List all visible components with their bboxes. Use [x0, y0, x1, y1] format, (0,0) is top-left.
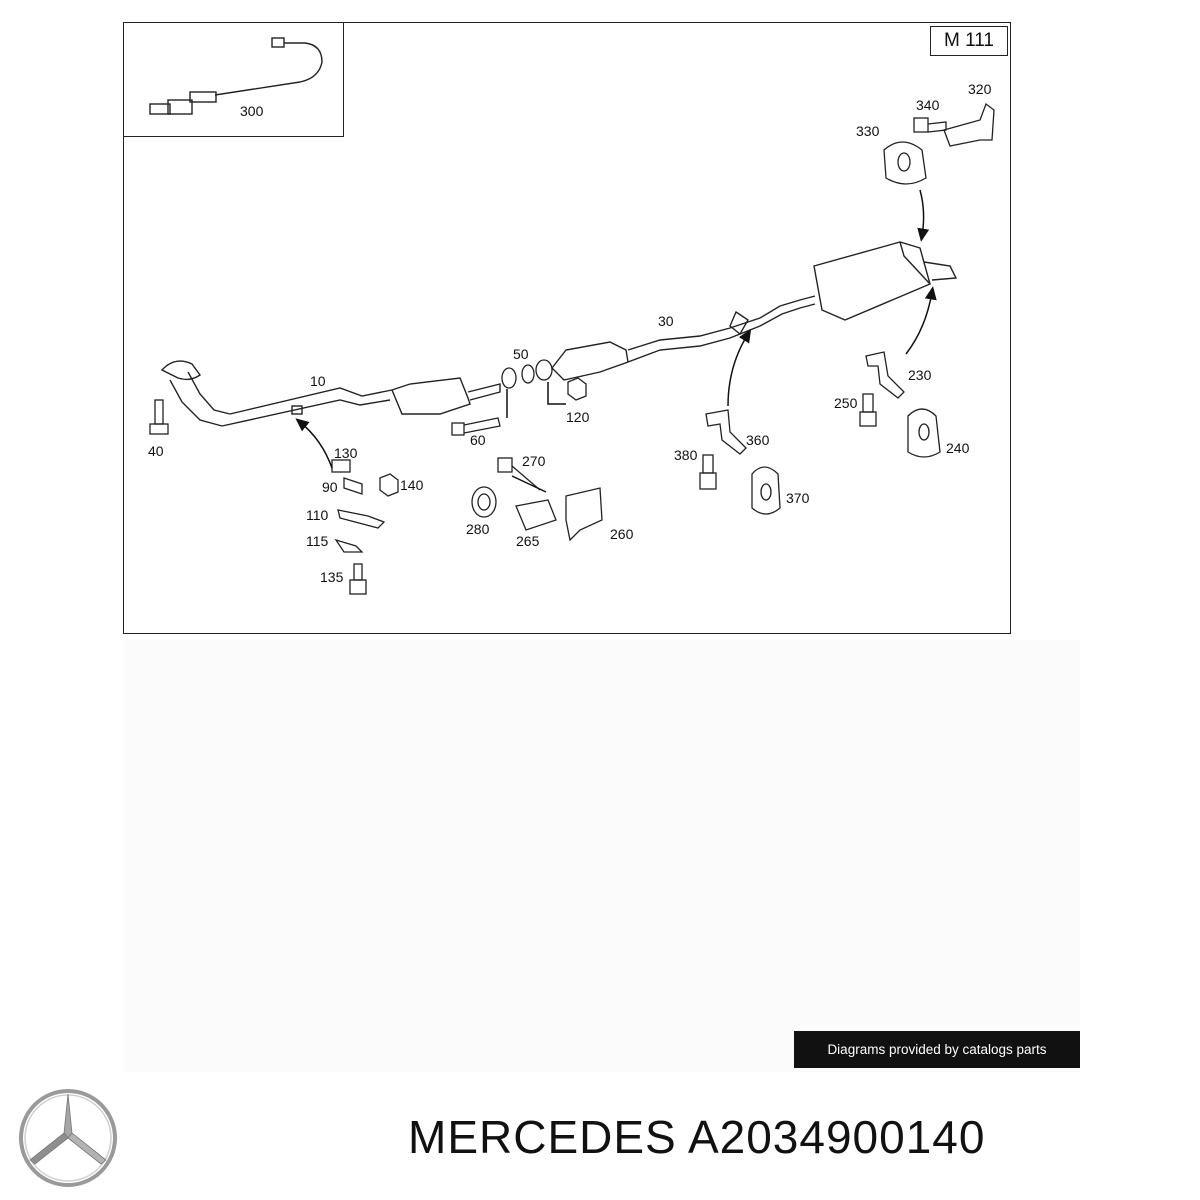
callout-300: 300	[240, 103, 264, 119]
front-catalytic-converter	[391, 377, 501, 415]
bracket-110	[334, 509, 386, 595]
callout-250: 250	[834, 395, 858, 411]
callout-230: 230	[908, 367, 932, 383]
callout-360: 360	[746, 432, 770, 448]
callout-380: 380	[674, 447, 698, 463]
callout-30: 30	[658, 313, 674, 329]
upper-mount-330	[883, 102, 995, 185]
empty-canvas-area	[123, 640, 1080, 1072]
part-title: MERCEDES A2034900140	[408, 1111, 986, 1163]
leader-270	[511, 475, 547, 493]
credit-banner: Diagrams provided by catalogs parts	[794, 1031, 1080, 1068]
arrow-330-to-muffler	[917, 189, 930, 242]
nut-120	[567, 377, 587, 401]
oxygen-sensor-300	[149, 37, 323, 115]
arrow-130-to-pipe	[295, 418, 333, 469]
mercedes-star-icon	[19, 1089, 117, 1187]
callout-90: 90	[322, 479, 338, 495]
callout-110: 110	[306, 507, 329, 523]
callout-10: 10	[310, 373, 326, 389]
callout-340: 340	[916, 97, 940, 113]
rear-muffler	[813, 241, 958, 321]
hanger-360	[699, 409, 781, 515]
callout-370: 370	[786, 490, 810, 506]
bolt-60	[451, 417, 501, 436]
callout-240: 240	[946, 440, 970, 456]
callout-40: 40	[148, 443, 164, 459]
clamp-50	[501, 359, 553, 389]
callout-135: 135	[320, 569, 344, 585]
front-pipe-10	[160, 360, 393, 427]
model-label: M 111	[930, 26, 1008, 56]
callout-140: 140	[400, 477, 424, 493]
callout-270: 270	[522, 453, 546, 469]
callout-130: 130	[334, 445, 358, 461]
intermediate-pipe-30	[551, 295, 816, 381]
callout-330: 330	[856, 123, 880, 139]
callout-320: 320	[968, 81, 992, 97]
mount-parts-260	[471, 457, 603, 542]
rear-hanger-230	[859, 351, 941, 458]
callout-280: 280	[466, 521, 490, 537]
clamp-set-130	[331, 459, 399, 497]
bolt-40	[149, 399, 169, 435]
leader-120	[547, 382, 566, 405]
callout-265: 265	[516, 533, 540, 549]
callout-115: 115	[306, 533, 329, 549]
callout-60: 60	[470, 432, 486, 448]
callout-50: 50	[513, 346, 529, 362]
arrow-230-to-muffler	[905, 286, 937, 355]
callout-120: 120	[566, 409, 590, 425]
callout-260: 260	[610, 526, 634, 542]
arrow-360-to-pipe	[727, 328, 752, 407]
